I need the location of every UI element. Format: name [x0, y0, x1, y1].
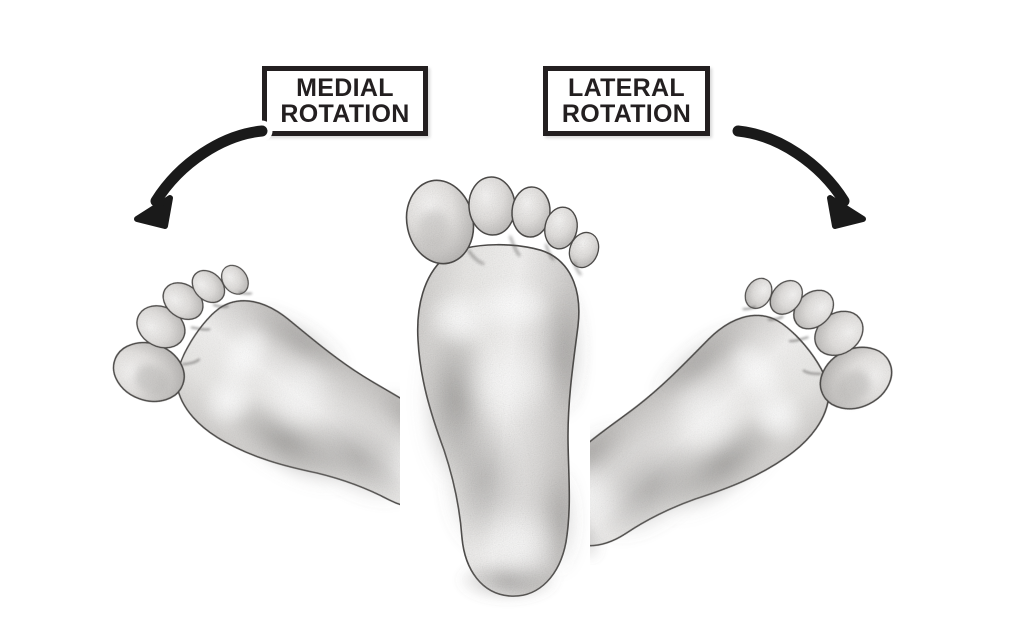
- foot-left-medially-rotated: [100, 215, 400, 560]
- label-box-medial-rotation: MEDIAL ROTATION: [262, 66, 428, 136]
- label-text-medial-rotation: MEDIAL ROTATION: [280, 74, 410, 128]
- label-box-lateral-rotation: LATERAL ROTATION: [543, 66, 710, 136]
- label-text-lateral-rotation: LATERAL ROTATION: [561, 74, 692, 128]
- foot-right-laterally-rotated: [590, 215, 920, 565]
- foot-center-neutral: [388, 150, 628, 610]
